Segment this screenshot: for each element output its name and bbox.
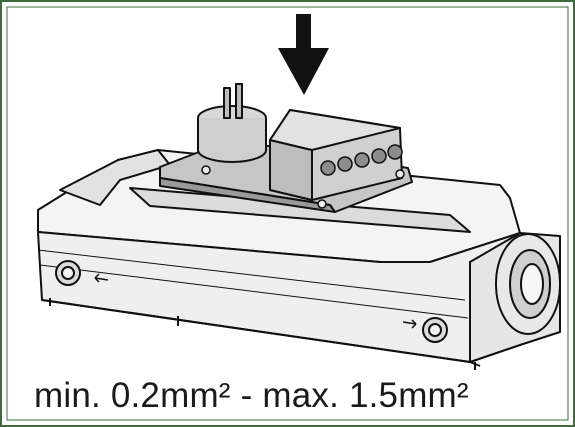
frame-inner-border	[6, 6, 569, 421]
wire-gauge-caption: min. 0.2mm² - max. 1.5mm²	[34, 376, 469, 415]
down-arrow-icon	[278, 14, 329, 95]
screw-left	[55, 260, 81, 286]
terminal-slots	[320, 144, 403, 176]
terminal-housing	[37, 149, 561, 370]
cable-gland	[495, 233, 561, 335]
right-arrow-icon	[94, 273, 417, 329]
screw-right	[422, 317, 448, 343]
plate-holes	[201, 165, 405, 209]
terminal-module	[159, 83, 413, 213]
